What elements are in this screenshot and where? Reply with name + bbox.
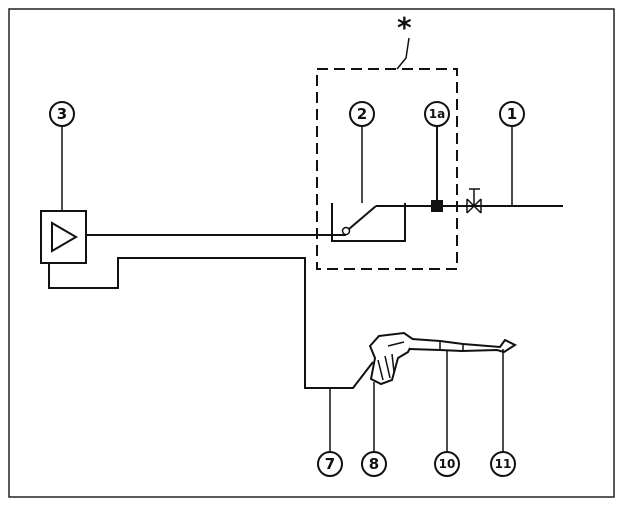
callout-label: 3: [57, 105, 67, 123]
callout-3: 3: [49, 101, 75, 127]
pump-triangle-icon: [51, 221, 78, 253]
callout-10: 10: [434, 451, 460, 477]
callout-11: 11: [490, 451, 516, 477]
switch-contact-icon: [341, 226, 351, 236]
asterisk-symbol: *: [397, 11, 412, 44]
callout-2: 2: [349, 101, 375, 127]
spray-gun-trigger: [387, 341, 405, 347]
callout-7: 7: [317, 451, 343, 477]
spray-lance: [408, 338, 518, 354]
callout-label: 10: [439, 457, 456, 471]
high-pressure-hose: [48, 257, 374, 389]
callout-label: 8: [369, 455, 379, 473]
pump-box: [40, 210, 87, 264]
callout-1a: 1a: [424, 101, 450, 127]
callout-8: 8: [361, 451, 387, 477]
asterisk-leader-line: [396, 37, 410, 70]
callout-label: 2: [357, 105, 367, 123]
spray-gun-grip-lines: [377, 353, 395, 381]
check-valve-icon: [466, 198, 482, 214]
callout-label: 1: [507, 105, 517, 123]
dashed-enclosure: [316, 68, 458, 270]
switch-arm: [348, 205, 377, 230]
callout-label: 11: [495, 457, 512, 471]
switch-box: [331, 203, 406, 242]
sensor-1a-square: [431, 200, 443, 212]
callout-label: 7: [325, 455, 335, 473]
outer-frame: [8, 8, 615, 498]
callout-label: 1a: [429, 107, 445, 121]
callout-1: 1: [499, 101, 525, 127]
